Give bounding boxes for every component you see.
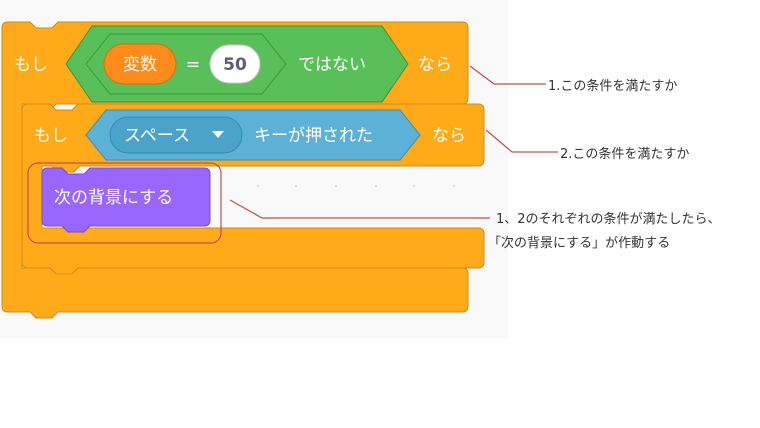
dropdown-arrow-icon (212, 131, 224, 138)
outer-if-label: もし (14, 55, 48, 75)
annotation-note-1: 1.この条件を満たすか (548, 79, 678, 94)
inner-if-label: もし (34, 126, 68, 146)
variable-label: 変数 (123, 55, 157, 75)
annotation-note-3-line1: 1、2のそれぞれの条件が満たしたら、 (496, 212, 721, 227)
not-label: ではない (298, 55, 366, 75)
annotation-note-2: 2.この条件を満たすか (560, 147, 690, 162)
not-operator-block[interactable]: 変数 = 50 ではない (65, 25, 409, 103)
next-backdrop-block[interactable]: 次の背景にする (41, 167, 211, 233)
inner-then-label: なら (432, 126, 466, 146)
annotation-note-3-line2: 「次の背景にする」が作動する (488, 236, 671, 251)
key-label: キーが押された (254, 126, 373, 146)
outer-then-label: なら (418, 55, 452, 75)
outer-if-block[interactable]: もし なら 変数 = 50 ではない (1, 21, 469, 319)
next-backdrop-label: 次の背景にする (54, 188, 173, 208)
key-dropdown[interactable] (109, 116, 243, 154)
highlight-box (27, 162, 222, 244)
annotation-line-1 (469, 65, 546, 85)
workspace-grid-dots (256, 184, 456, 188)
annotation-line-2 (485, 129, 558, 153)
annotation-line-3 (229, 199, 490, 219)
variable-reporter[interactable] (103, 43, 177, 85)
value-input[interactable] (209, 44, 261, 84)
inner-if-block[interactable]: もし なら スペース キーが押された (21, 103, 485, 275)
equals-sign: = (186, 55, 200, 75)
equals-operator-block[interactable]: 変数 = 50 (85, 33, 287, 95)
value-text: 50 (223, 55, 247, 75)
key-pressed-block[interactable]: スペース キーが押された (85, 109, 421, 161)
key-option-text: スペース (124, 126, 190, 146)
